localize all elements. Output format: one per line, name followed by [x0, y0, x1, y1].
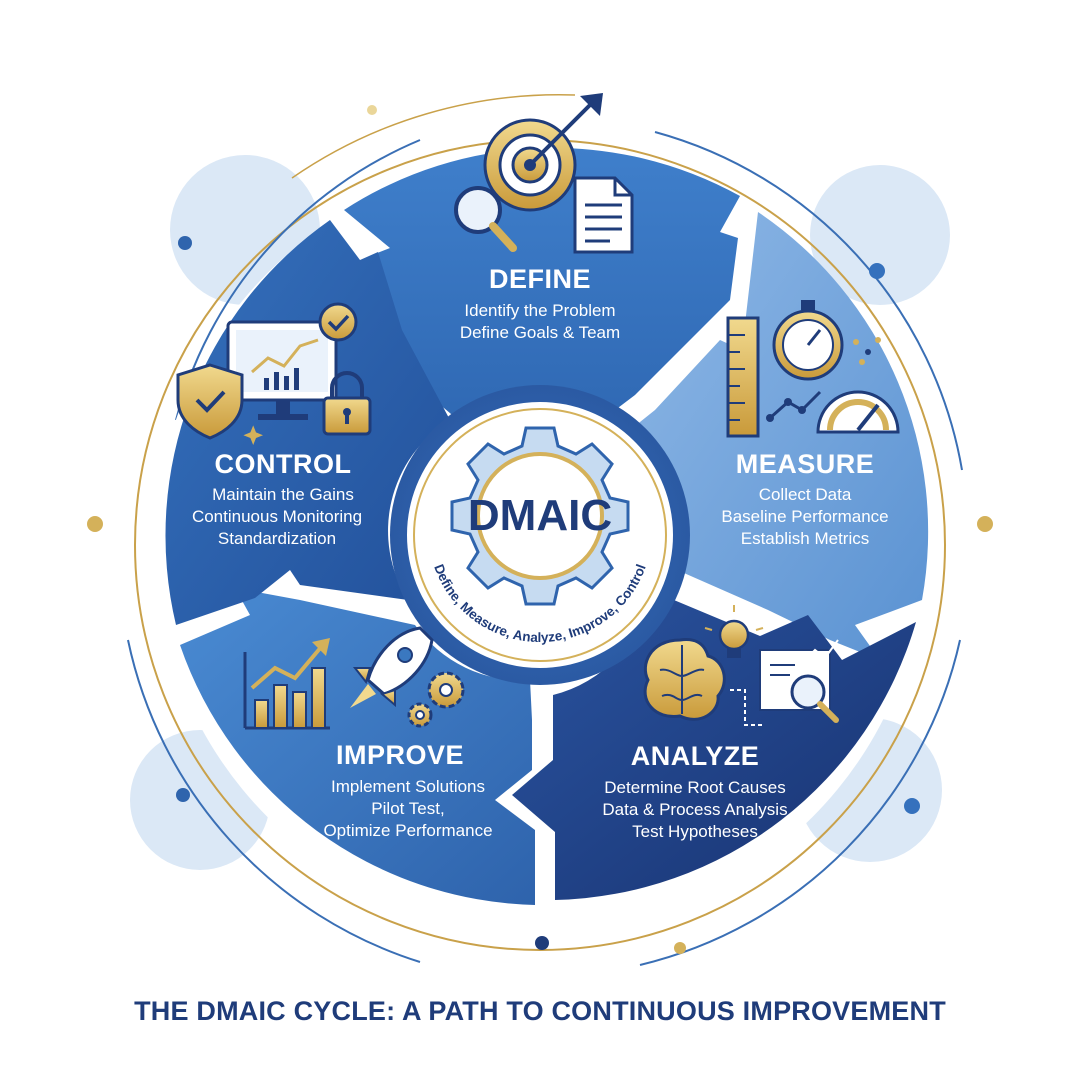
footer-title-part1: THE DMAIC CYCLE	[134, 996, 387, 1026]
improve-line-3: Optimize Performance	[323, 821, 492, 840]
analyze-title: ANALYZE	[631, 741, 760, 771]
padlock-icon	[322, 371, 372, 436]
improve-icons	[243, 425, 465, 730]
orbit-dots	[87, 105, 993, 954]
analyze-line-2: Data & Process Analysis	[602, 800, 787, 819]
center-hub: DMAIC Define, Measure, Analyze, Improve,…	[390, 385, 690, 685]
improve-title: IMPROVE	[336, 740, 464, 770]
growth-chart-icon	[243, 638, 330, 730]
magnifier-icon	[454, 186, 517, 252]
trend-line-icon	[766, 337, 881, 422]
shield-check-icon	[176, 363, 244, 440]
monitor-chart-icon	[226, 320, 338, 420]
define-title: DEFINE	[489, 264, 591, 294]
measure-line-2: Baseline Performance	[721, 507, 888, 526]
control-line-3: Standardization	[218, 529, 336, 548]
stopwatch-icon	[772, 300, 844, 381]
footer-title-part2: : A PATH TO CONTINUOUS IMPROVEMENT	[386, 996, 946, 1026]
gear-icon	[450, 426, 630, 606]
control-title: CONTROL	[215, 449, 352, 479]
segment-define[interactable]	[344, 147, 740, 430]
brain-icon	[643, 638, 726, 721]
footer-title: THE DMAIC CYCLE: A PATH TO CONTINUOUS IM…	[0, 996, 1080, 1027]
gauge-icon	[816, 390, 900, 434]
improve-line-1: Implement Solutions	[331, 777, 485, 796]
measure-line-3: Establish Metrics	[741, 529, 869, 548]
center-title: DMAIC	[468, 491, 612, 540]
define-line-1: Identify the Problem	[464, 301, 615, 320]
analyze-line-1: Determine Root Causes	[604, 778, 785, 797]
define-icons	[454, 93, 634, 254]
measure-icons	[726, 300, 900, 438]
checkmark-badge-icon	[318, 302, 358, 342]
analyze-line-3: Test Hypotheses	[632, 822, 758, 841]
lightbulb-icon	[704, 605, 764, 658]
improve-line-2: Pilot Test,	[371, 799, 444, 818]
measure-title: MEASURE	[736, 449, 875, 479]
target-arrow-icon	[483, 93, 603, 212]
gears-icon	[407, 671, 465, 728]
chart-magnifier-icon	[730, 639, 839, 726]
ruler-icon	[726, 316, 760, 438]
analyze-icons	[643, 605, 839, 726]
rocket-icon	[243, 425, 434, 708]
orbit-rings	[127, 93, 963, 966]
define-line-2: Define Goals & Team	[460, 323, 620, 342]
segment-measure[interactable]	[630, 212, 929, 660]
document-icon	[573, 176, 634, 254]
segment-improve[interactable]	[180, 588, 535, 905]
control-line-2: Continuous Monitoring	[192, 507, 362, 526]
control-line-1: Maintain the Gains	[212, 485, 354, 504]
control-icons	[176, 302, 372, 440]
measure-line-1: Collect Data	[759, 485, 852, 504]
segment-labels: DEFINE Identify the Problem Define Goals…	[192, 264, 889, 841]
